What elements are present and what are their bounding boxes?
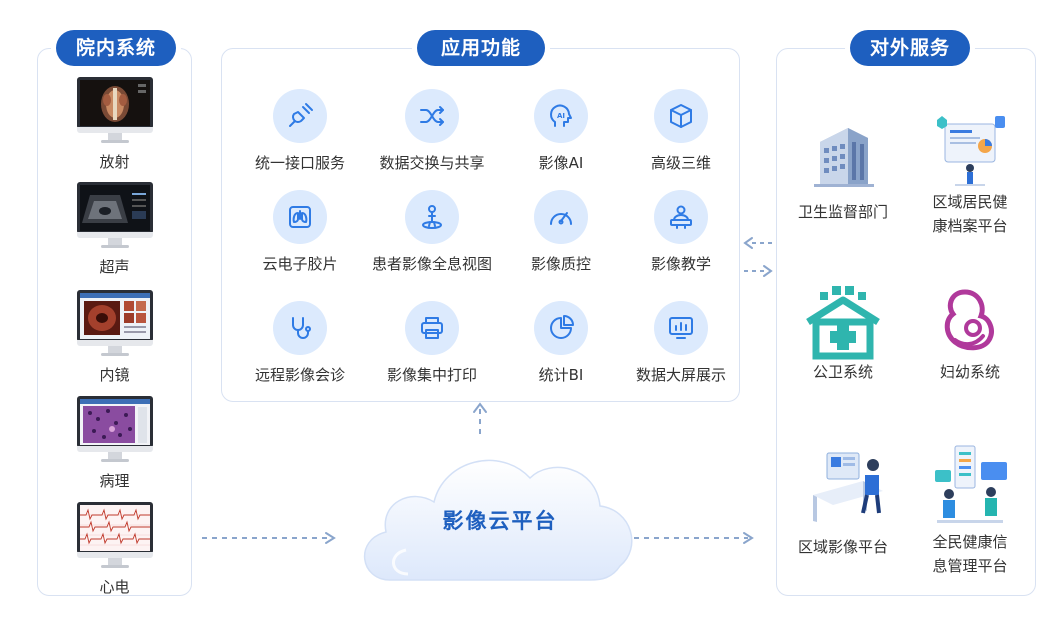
function-remote-consultation: 远程影像会诊 <box>225 301 375 385</box>
function-statistics-bi: 统计BI <box>486 301 636 385</box>
teacher-icon <box>654 190 708 244</box>
film-lungs-icon <box>273 190 327 244</box>
health-info-platform-icon <box>935 445 1007 523</box>
service-label: 康档案平台 <box>932 217 1008 235</box>
system-item-pathology: 病理 <box>37 396 192 491</box>
svg-text:AI: AI <box>557 112 565 120</box>
function-label: 云电子胶片 <box>262 255 338 273</box>
arrow-right-icon <box>202 532 336 544</box>
service-regional-health-records: 区域居民健 康档案平台 <box>905 110 1035 238</box>
printer-icon <box>405 301 459 355</box>
function-label: 统一接口服务 <box>254 154 345 172</box>
service-maternal-child: 妇幼系统 <box>905 284 1035 384</box>
function-central-printing: 影像集中打印 <box>357 301 507 385</box>
function-label: 远程影像会诊 <box>254 366 345 384</box>
cube-icon <box>654 89 708 143</box>
service-label: 全民健康信 <box>932 533 1008 551</box>
radiology-monitor-icon <box>76 77 153 145</box>
function-label: 影像AI <box>538 154 584 172</box>
service-label: 公卫系统 <box>812 363 873 381</box>
system-label: 病理 <box>99 472 130 490</box>
arrow-right-icon <box>634 532 754 544</box>
person-scan-icon <box>405 190 459 244</box>
cloud-platform-label: 影像云平台 <box>442 509 558 533</box>
regional-imaging-desk-icon <box>813 452 883 522</box>
service-label: 区域影像平台 <box>797 538 888 556</box>
function-cloud-film: 云电子胶片 <box>225 190 375 274</box>
government-building-icon <box>814 128 874 187</box>
service-health-supervision: 卫生监督部门 <box>778 110 908 224</box>
arrow-left-icon <box>743 237 772 249</box>
ultrasound-monitor-icon <box>76 182 153 250</box>
arrow-right-icon <box>744 265 773 277</box>
system-label: 超声 <box>99 258 130 276</box>
function-label: 数据大屏展示 <box>635 366 726 384</box>
internal-systems-title: 院内系统 <box>56 30 176 66</box>
function-imaging-teaching: 影像教学 <box>606 190 756 274</box>
function-label: 影像质控 <box>530 255 591 273</box>
function-big-screen-display: 数据大屏展示 <box>606 301 756 385</box>
function-data-exchange: 数据交换与共享 <box>357 89 507 173</box>
pathology-monitor-icon <box>76 396 153 464</box>
cloud-icon <box>363 459 633 581</box>
ecg-monitor-icon <box>76 502 153 570</box>
ai-head-icon: AI <box>534 89 588 143</box>
mother-child-icon <box>944 289 994 351</box>
stethoscope-icon <box>273 301 327 355</box>
system-label: 放射 <box>99 153 130 171</box>
system-item-radiology: 放射 <box>37 77 192 172</box>
function-label: 统计BI <box>538 366 584 384</box>
service-label: 妇幼系统 <box>939 363 1000 381</box>
application-functions-title: 应用功能 <box>417 30 545 66</box>
function-label: 患者影像全息视图 <box>371 255 492 273</box>
function-label: 高级三维 <box>650 154 711 172</box>
arrow-up-icon <box>473 402 487 434</box>
function-advanced-3d: 高级三维 <box>606 89 756 173</box>
function-label: 影像教学 <box>650 255 711 273</box>
service-public-health: 公卫系统 <box>778 284 908 384</box>
service-label: 息管理平台 <box>932 557 1008 575</box>
external-services-title: 对外服务 <box>850 30 970 66</box>
public-health-house-icon <box>806 286 880 360</box>
function-label: 影像集中打印 <box>386 366 477 384</box>
service-label: 卫生监督部门 <box>797 203 888 221</box>
system-label: 心电 <box>99 578 130 596</box>
function-imaging-qc: 影像质控 <box>486 190 636 274</box>
service-label: 区域居民健 <box>932 193 1008 211</box>
function-imaging-ai: AI 影像AI <box>486 89 636 173</box>
function-patient-holographic-view: 患者影像全息视图 <box>357 190 507 274</box>
system-item-ultrasound: 超声 <box>37 182 192 277</box>
function-unified-interface: 统一接口服务 <box>225 89 375 173</box>
service-regional-imaging: 区域影像平台 <box>778 435 908 559</box>
gauge-icon <box>534 190 588 244</box>
plug-icon <box>273 89 327 143</box>
system-label: 内镜 <box>99 366 130 384</box>
system-item-ecg: 心电 <box>37 502 192 597</box>
service-national-health-info: 全民健康信 息管理平台 <box>905 440 1035 578</box>
function-label: 数据交换与共享 <box>379 154 485 172</box>
endoscopy-monitor-icon <box>76 290 153 358</box>
dashboard-screen-icon <box>654 301 708 355</box>
pie-chart-icon <box>534 301 588 355</box>
shuffle-icon <box>405 89 459 143</box>
system-item-endoscopy: 内镜 <box>37 290 192 385</box>
health-records-icon <box>937 116 1005 186</box>
